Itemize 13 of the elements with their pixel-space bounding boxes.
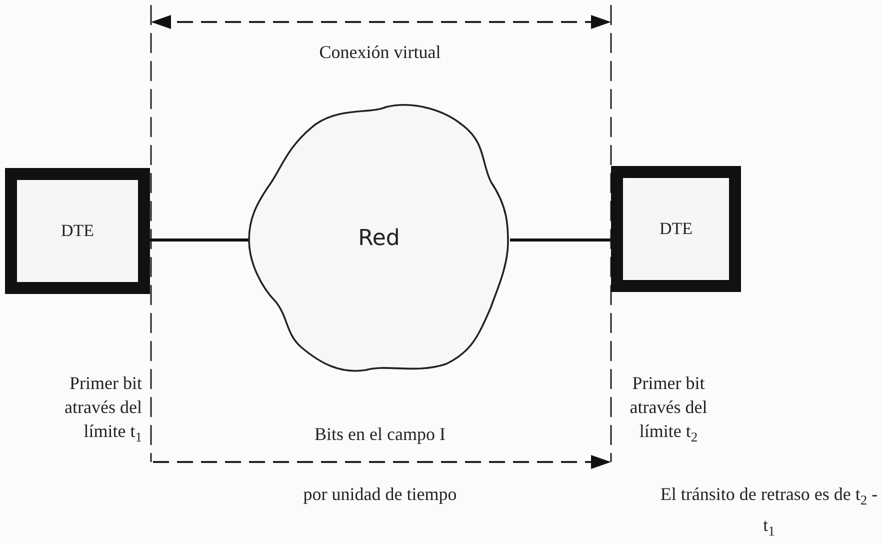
node-label: Red — [358, 226, 400, 251]
annotation-text: por unidad de tiempo — [302, 483, 458, 506]
terminal-box — [611, 166, 741, 292]
connector-line — [150, 238, 249, 242]
node-label: DTE — [60, 221, 94, 241]
node-label: DTE — [659, 219, 693, 239]
annotation-text: Primer bit através del límite t$_{2}$ — [628, 372, 708, 447]
annotation-text: El tránsito de retraso es de t$_{2}$ - t$_{1}$ — [659, 483, 879, 540]
annotation-text: Bits en el campo I — [314, 423, 446, 446]
connector-line — [510, 238, 611, 242]
terminal-box — [5, 168, 150, 294]
annotation-text: Primer bit através del límite t$_{1}$ — [64, 372, 142, 447]
annotation-text: Conexión virtual — [318, 41, 442, 64]
